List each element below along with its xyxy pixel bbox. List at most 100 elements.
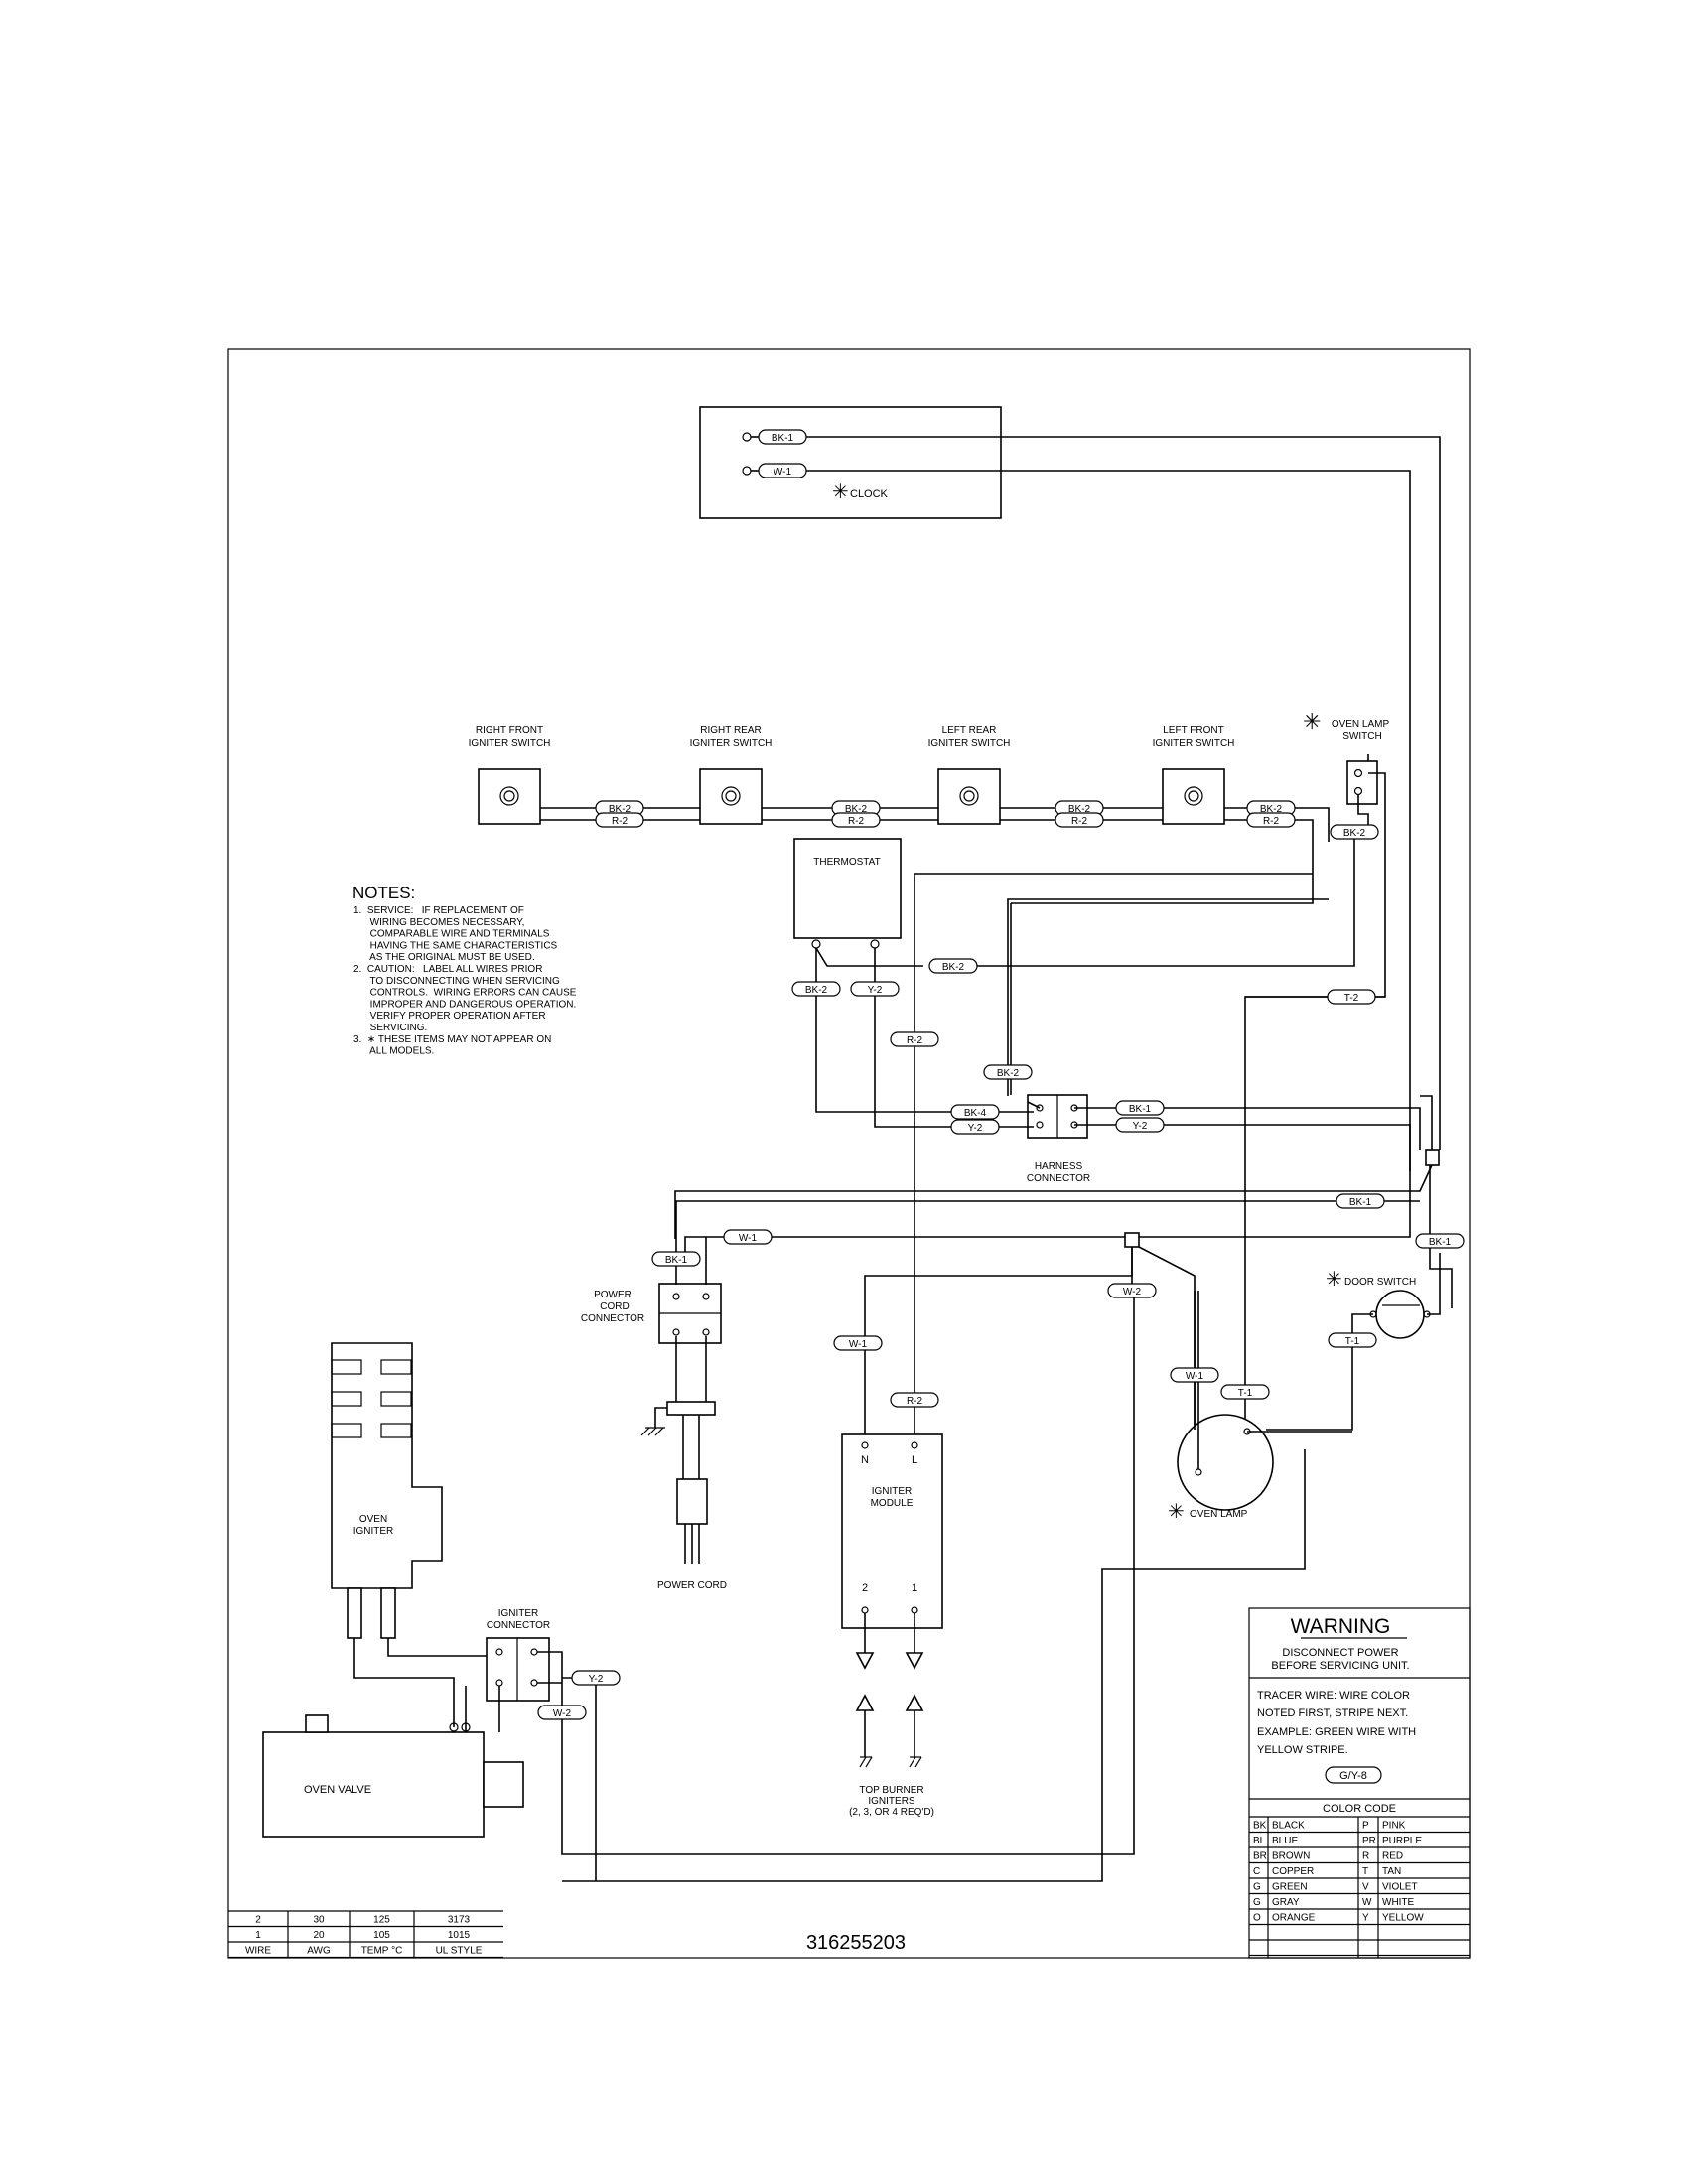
color-code-cell: Y [1362,1913,1369,1924]
wire-table-cell: WIRE [245,1946,271,1957]
svg-text:✳: ✳ [1326,1269,1342,1291]
color-code-cell: PURPLE [1382,1836,1422,1846]
color-code-cell: C [1253,1866,1260,1877]
color-code-cell: BL [1253,1836,1266,1846]
drawing-border [227,348,1471,1959]
notes-line: AS THE ORIGINAL MUST BE USED. [353,952,535,963]
oven-igniter: OVEN IGNITER [331,1342,490,1727]
notes-line: HAVING THE SAME CHARACTERISTICS [353,940,558,951]
wire-table-cell: UL STYLE [436,1946,483,1957]
warning-title: WARNING [1291,1615,1391,1638]
notes-line: 2. CAUTION: LABEL ALL WIRES PRIOR [353,964,542,975]
notes-line: TO DISCONNECTING WHEN SERVICING [353,976,560,987]
svg-text:POWER: POWER [594,1290,632,1300]
wire-table-cell: 20 [313,1930,325,1941]
wire-tag: BK-1 [1115,1100,1165,1116]
svg-text:(2, 3, OR 4 REQ'D): (2, 3, OR 4 REQ'D) [849,1807,934,1818]
svg-text:BK-4: BK-4 [964,1108,987,1119]
wire-tag: Y-2 [850,981,900,997]
svg-text:W-1: W-1 [774,467,792,478]
color-code-cell: R [1362,1851,1369,1862]
notes-line: CONTROLS. WIRING ERRORS CAN CAUSE [353,988,577,999]
svg-text:R-2: R-2 [848,816,865,827]
svg-text:BK-2: BK-2 [942,962,965,973]
svg-text:YELLOW STRIPE.: YELLOW STRIPE. [1257,1744,1348,1756]
svg-text:BEFORE SERVICING UNIT.: BEFORE SERVICING UNIT. [1271,1660,1409,1672]
svg-text:BK-2: BK-2 [1343,828,1366,839]
svg-text:T-2: T-2 [1344,993,1359,1004]
igniter-switches: RIGHT FRONT IGNITER SWITCH RIGHT REAR IG… [469,725,1330,904]
color-code-cell: G [1253,1897,1261,1908]
color-code-cell: WHITE [1382,1897,1415,1908]
wire-table-cell: 1 [255,1930,261,1941]
svg-text:LEFT FRONT: LEFT FRONT [1163,725,1223,736]
top-burner-igniters: TOP BURNER IGNITERS (2, 3, OR 4 REQ'D) [849,1694,934,1818]
thermostat-label: THERMOSTAT [813,857,880,868]
door-switch: ✳ DOOR SWITCH [1266,1253,1441,1431]
svg-text:EXAMPLE: GREEN WIRE WITH: EXAMPLE: GREEN WIRE WITH [1257,1726,1416,1738]
wire-tag: W-2 [1107,1283,1157,1298]
notes-block: NOTES: 1. SERVICE: IF REPLACEMENT OF WIR… [352,884,577,1057]
wire-tag: BK-1 [758,429,807,445]
svg-text:IGNITER SWITCH: IGNITER SWITCH [1153,738,1235,749]
notes-line: SERVICING. [353,1023,427,1033]
svg-text:N: N [861,1454,869,1466]
power-cord: POWER CORD [640,1401,727,1591]
svg-text:RIGHT REAR: RIGHT REAR [700,725,762,736]
wire-tag: W-1 [1170,1367,1219,1383]
wire-tag: BK-2 [791,981,841,997]
clock-label: CLOCK [850,488,889,500]
svg-text:R-2: R-2 [612,816,629,827]
wire-tag: R-2 [1246,812,1296,828]
harness-connector: HARNESS CONNECTOR [674,898,1440,1239]
svg-text:CONNECTOR: CONNECTOR [487,1620,550,1631]
svg-text:L: L [912,1454,917,1466]
wire-tag: R-2 [890,1031,939,1047]
svg-text:R-2: R-2 [1263,816,1280,827]
svg-text:IGNITERS: IGNITERS [868,1796,915,1807]
notes-line: VERIFY PROPER OPERATION AFTER [353,1011,546,1022]
color-code-cell: PR [1362,1836,1376,1846]
notes-line: 1. SERVICE: IF REPLACEMENT OF [353,905,524,916]
svg-text:BK-2: BK-2 [845,804,868,815]
svg-text:NOTED FIRST, STRIPE NEXT.: NOTED FIRST, STRIPE NEXT. [1257,1707,1408,1719]
svg-text:OVEN: OVEN [359,1514,387,1525]
svg-text:LEFT REAR: LEFT REAR [942,725,997,736]
wire-tag: R-2 [1055,812,1104,828]
wire-tag: T-2 [1327,989,1376,1005]
wire-tag: R-2 [831,812,881,828]
svg-text:DISCONNECT POWER: DISCONNECT POWER [1282,1647,1398,1659]
color-code-cell: BLACK [1272,1821,1305,1832]
left-rear-igniter-switch: LEFT REAR IGNITER SWITCH [928,725,1011,825]
wire-tag: Y-2 [950,1119,1000,1135]
svg-text:TOP BURNER: TOP BURNER [859,1785,923,1796]
color-code-cell: O [1253,1913,1261,1924]
wire-tag: BK-2 [928,958,978,974]
part-number: 316255203 [806,1932,906,1954]
svg-text:Y-2: Y-2 [868,985,883,996]
svg-text:R-2: R-2 [907,1396,923,1407]
svg-text:MODULE: MODULE [871,1498,914,1509]
wire-table-cell: 1015 [448,1930,471,1941]
oven-valve: OVEN VALVE [262,1714,524,1838]
svg-text:IGNITER SWITCH: IGNITER SWITCH [928,738,1011,749]
color-code-cell: BK [1253,1821,1267,1832]
left-front-igniter-switch: LEFT FRONT IGNITER SWITCH [1153,725,1235,825]
svg-text:BK-1: BK-1 [1429,1237,1452,1248]
svg-text:BK-2: BK-2 [997,1068,1020,1079]
color-code-cell: GREEN [1272,1882,1308,1893]
wire-tag: W-2 [537,1705,587,1720]
wire-tag: BK-1 [1415,1233,1465,1249]
color-code-cell: T [1362,1866,1368,1877]
wire-table-cell: 105 [373,1930,390,1941]
svg-text:OVEN VALVE: OVEN VALVE [304,1784,371,1796]
svg-text:BK-2: BK-2 [1068,804,1091,815]
svg-text:DOOR SWITCH: DOOR SWITCH [1344,1277,1416,1288]
svg-text:IGNITER SWITCH: IGNITER SWITCH [469,738,551,749]
wire-table-cell: 3173 [448,1915,471,1926]
color-code-cell: ORANGE [1272,1913,1316,1924]
wire-table-cell: TEMP °C [361,1946,403,1957]
wire-table-cell: 2 [255,1915,261,1926]
